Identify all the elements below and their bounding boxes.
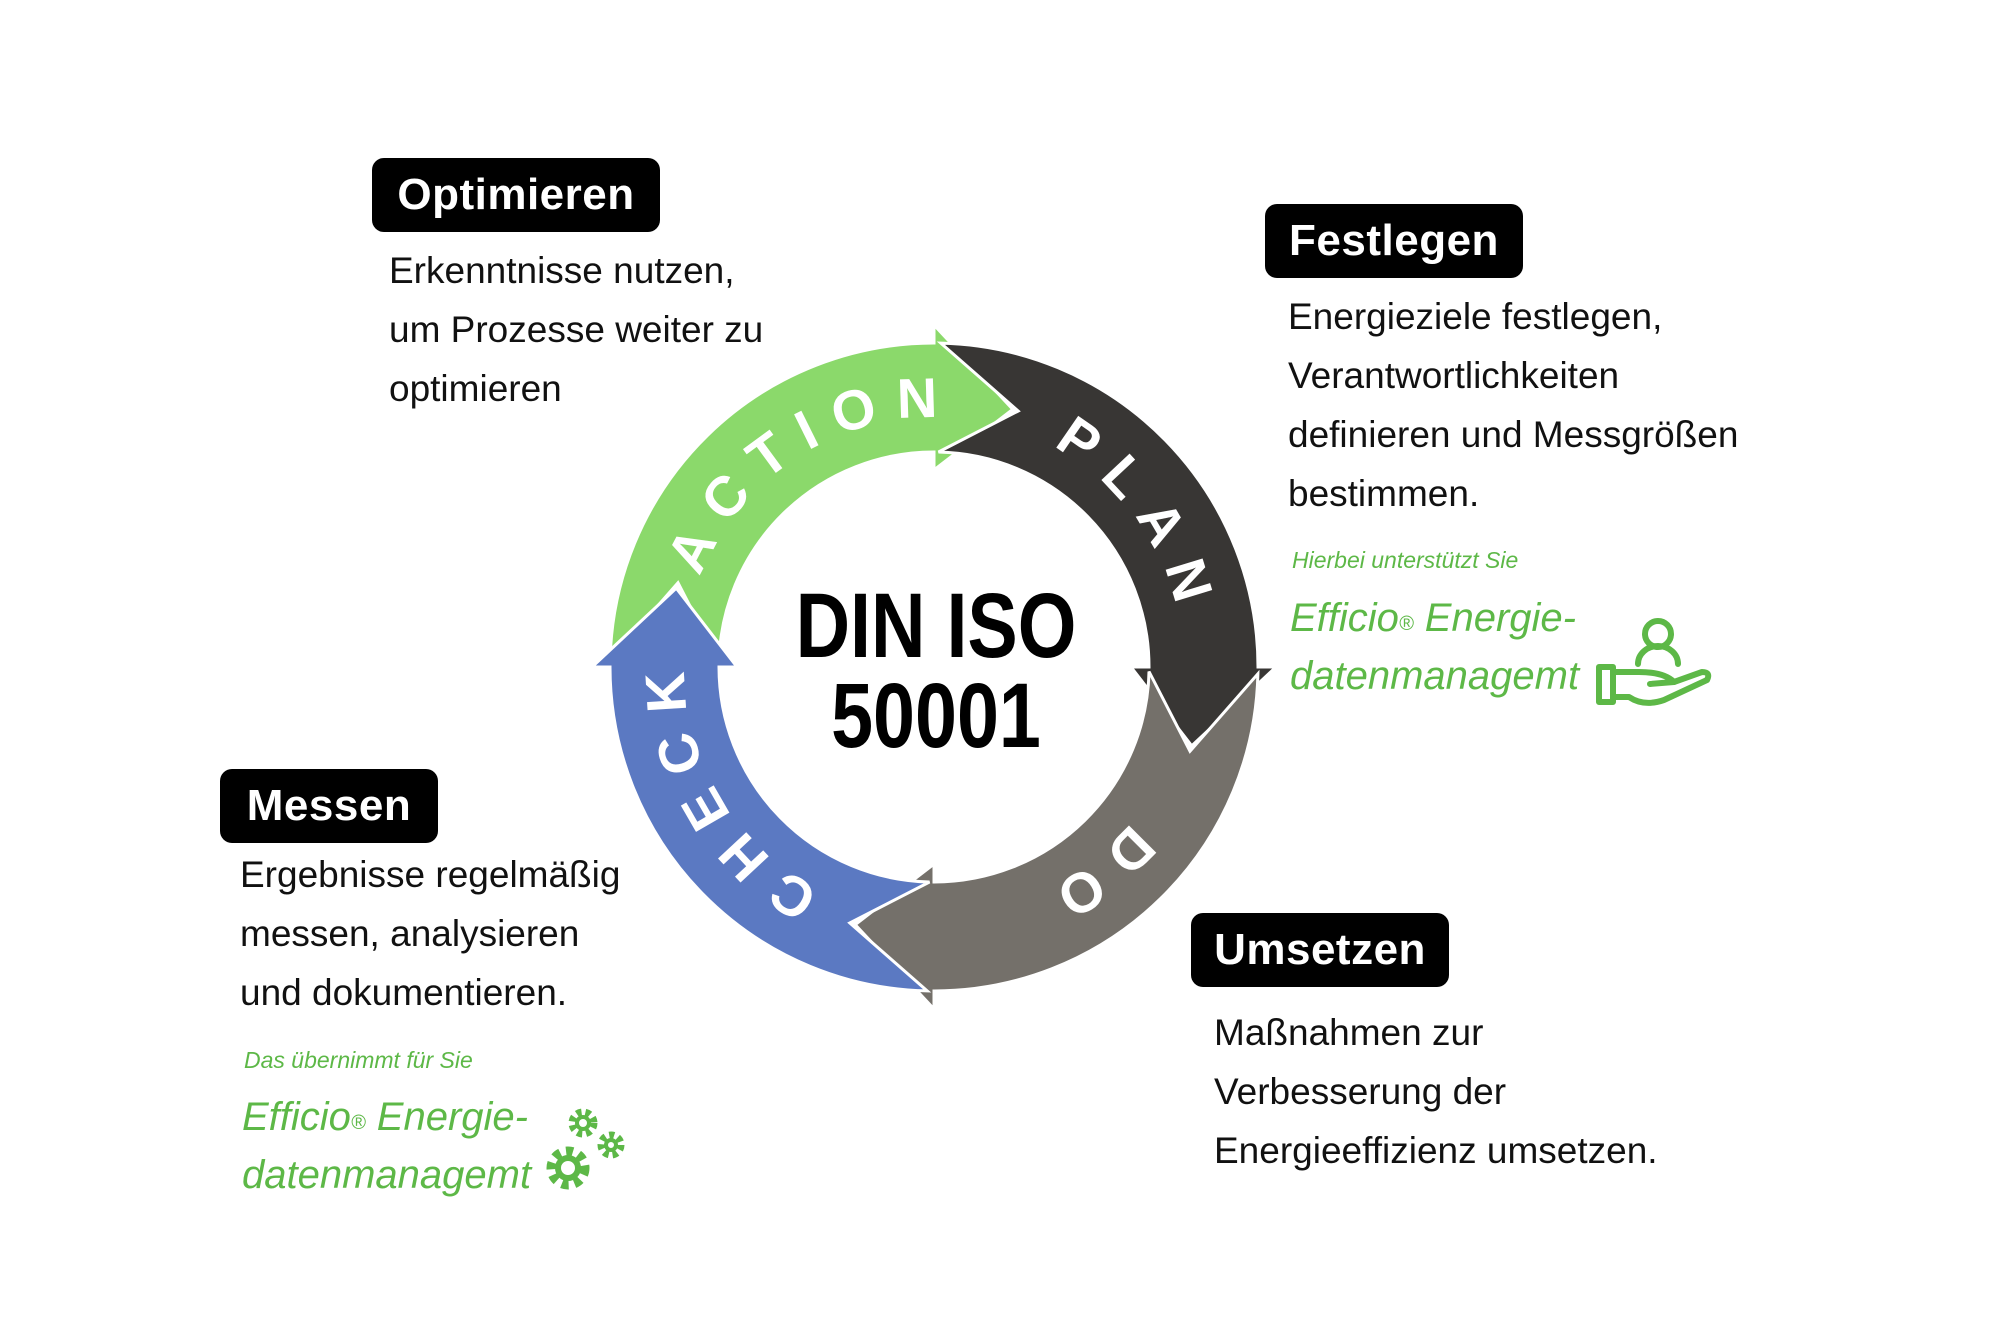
- center-title-line1: DIN ISO: [795, 575, 1077, 677]
- text-line: definieren und Messgrößen: [1288, 414, 1739, 455]
- text-line: um Prozesse weiter zu: [389, 309, 764, 350]
- text-line: Energieziele festlegen,: [1288, 296, 1663, 337]
- messen-support-note: Das übernimmt für Sie: [244, 1047, 473, 1073]
- action-arrow: [608, 321, 1016, 665]
- product-name-line2: datenmanagemt: [242, 1153, 532, 1197]
- text-line: optimieren: [389, 368, 562, 409]
- festlegen-product-link[interactable]: Efficio® Energie- datenmanagemt: [1290, 589, 1579, 705]
- gears-icon: [546, 1108, 625, 1190]
- text-line: Maßnahmen zur: [1214, 1012, 1484, 1053]
- messen-description: Ergebnisse regelmäßig messen, analysiere…: [240, 845, 620, 1022]
- product-name-rest: Energie-: [365, 1095, 528, 1139]
- text-line: Erkenntnisse nutzen,: [389, 250, 735, 291]
- do-arrow: [852, 669, 1260, 1013]
- check-arrow: [588, 585, 932, 993]
- product-name-line2: datenmanagemt: [1290, 654, 1580, 698]
- plan-arrow: [936, 341, 1280, 749]
- festlegen-heading: Festlegen: [1265, 204, 1523, 278]
- hand-person-icon: [1596, 618, 1712, 706]
- optimieren-heading: Optimieren: [372, 158, 660, 232]
- text-line: messen, analysieren: [240, 913, 580, 954]
- center-title-line2: 50001: [831, 665, 1041, 767]
- text-line: Verbesserung der: [1214, 1071, 1507, 1112]
- text-line: Verantwortlichkeiten: [1288, 355, 1620, 396]
- product-name: Efficio: [1290, 596, 1399, 640]
- text-line: Ergebnisse regelmäßig: [240, 854, 621, 895]
- umsetzen-heading: Umsetzen: [1191, 913, 1449, 987]
- festlegen-description: Energieziele festlegen, Verantwortlichke…: [1288, 287, 1738, 523]
- product-name-rest: Energie-: [1413, 596, 1576, 640]
- text-line: Energieeffizienz umsetzen.: [1214, 1130, 1658, 1171]
- text-line: und dokumentieren.: [240, 972, 568, 1013]
- registered-mark: ®: [350, 1112, 366, 1134]
- text-line: bestimmen.: [1288, 473, 1480, 514]
- registered-mark: ®: [1398, 613, 1414, 635]
- umsetzen-description: Maßnahmen zur Verbesserung der Energieef…: [1214, 1003, 1658, 1180]
- messen-heading: Messen: [220, 769, 438, 843]
- festlegen-support-note: Hierbei unterstützt Sie: [1292, 547, 1519, 573]
- messen-product-link[interactable]: Efficio® Energie- datenmanagemt: [242, 1088, 531, 1204]
- product-name: Efficio: [242, 1095, 351, 1139]
- optimieren-description: Erkenntnisse nutzen, um Prozesse weiter …: [389, 241, 763, 418]
